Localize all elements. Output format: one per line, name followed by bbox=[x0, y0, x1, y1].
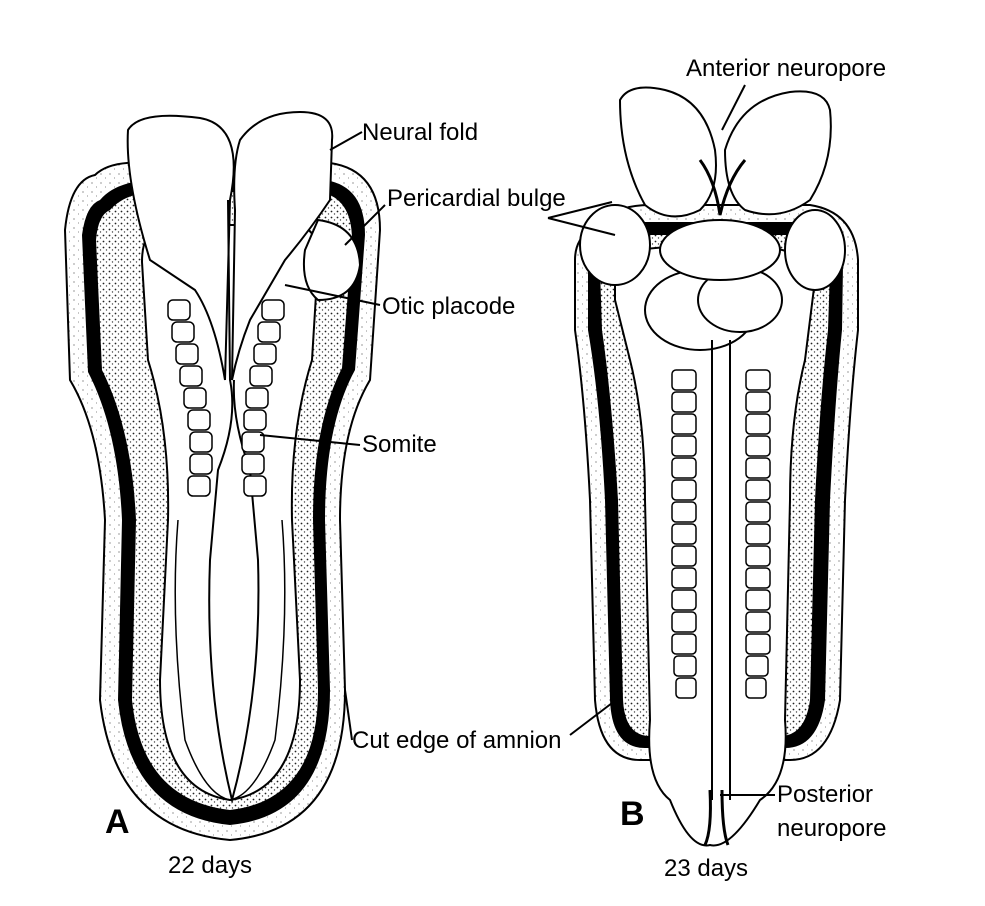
leader-lines-a bbox=[259, 131, 386, 741]
panel-letter-a: A bbox=[105, 803, 130, 841]
embryo-b bbox=[547, 84, 859, 847]
posterior-neuropore-notch bbox=[703, 789, 730, 846]
neural-fold-right bbox=[231, 110, 334, 381]
neural-plate-outline-a bbox=[174, 519, 286, 801]
caption-22-days: 22 days bbox=[168, 852, 253, 879]
label-pericardial-bulge: Pericardial bulge bbox=[387, 185, 566, 212]
somites-a-left bbox=[167, 299, 213, 497]
panel-letter-b: B bbox=[620, 795, 645, 833]
cranial-fold-left-b bbox=[618, 86, 717, 218]
pericardial-bulge-b-right bbox=[784, 209, 846, 291]
leader-lines-b bbox=[547, 84, 775, 796]
label-cut-edge-of-amnion: Cut edge of amnion bbox=[352, 727, 562, 754]
label-posterior-neuropore-line2: neuropore bbox=[777, 815, 887, 842]
label-neural-fold: Neural fold bbox=[362, 119, 479, 146]
somites-b-right bbox=[745, 369, 771, 699]
somites-a-right bbox=[241, 299, 285, 497]
somites-b-left bbox=[671, 369, 697, 699]
label-otic-placode: Otic placode bbox=[382, 293, 516, 320]
pericardial-bulge-b-left bbox=[579, 204, 651, 286]
pericardial-bulge-a bbox=[302, 218, 362, 302]
neural-fold-left bbox=[126, 114, 235, 381]
neural-tube-b bbox=[711, 340, 731, 800]
embryo-a bbox=[63, 110, 386, 842]
label-somite: Somite bbox=[362, 431, 437, 458]
brain-vesicle-3 bbox=[659, 219, 781, 281]
label-posterior-neuropore-line1: Posterior bbox=[777, 781, 874, 808]
cranial-fold-right-b bbox=[723, 90, 832, 216]
caption-23-days: 23 days bbox=[664, 855, 749, 882]
anterior-neuropore-notch bbox=[698, 159, 747, 216]
label-anterior-neuropore: Anterior neuropore bbox=[686, 55, 887, 82]
